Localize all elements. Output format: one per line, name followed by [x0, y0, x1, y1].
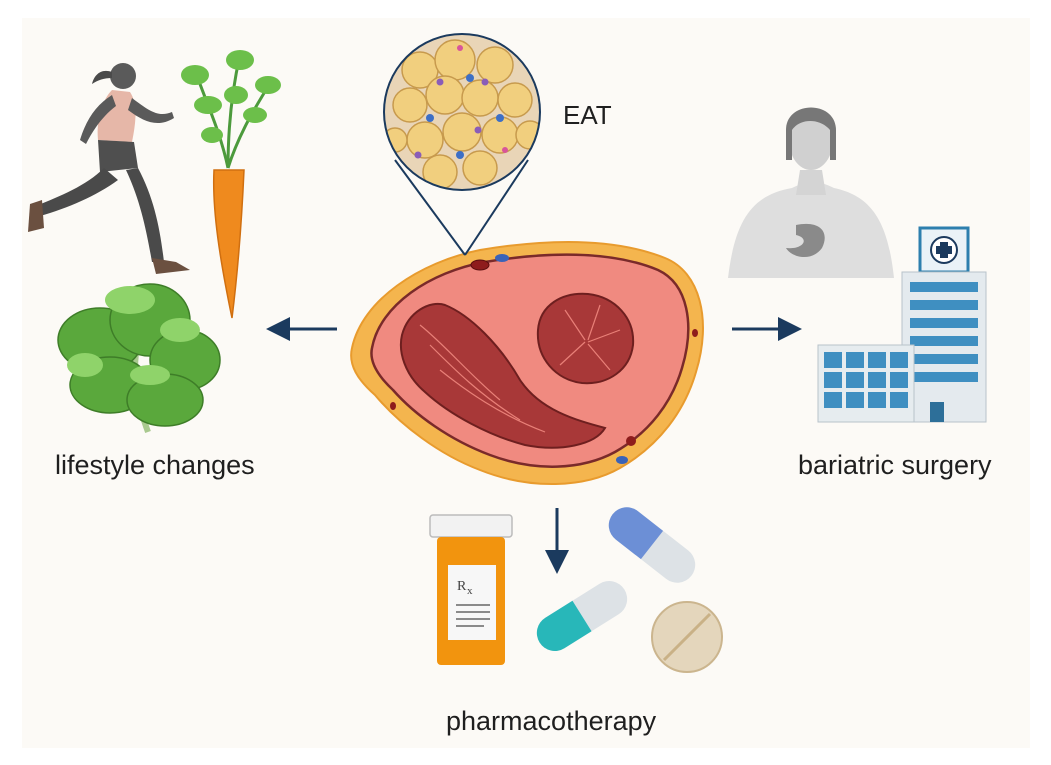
- coronary-vessel-red-4: [390, 402, 396, 410]
- adipocyte-cluster-icon: [384, 39, 540, 190]
- svg-text:x: x: [467, 585, 473, 597]
- coronary-vessel-red: [470, 259, 490, 271]
- coronary-vessel-red-3: [692, 329, 698, 337]
- patient-stomach-icon: [728, 107, 894, 278]
- bariatric-surgery-label: bariatric surgery: [798, 450, 992, 480]
- capsule-teal-icon: [536, 581, 628, 651]
- arrows: [266, 317, 802, 574]
- lifestyle-changes-label: lifestyle changes: [55, 450, 255, 480]
- carrot-icon: [181, 50, 281, 319]
- coronary-vessel-red-2: [626, 436, 636, 446]
- svg-text:R: R: [457, 579, 467, 594]
- lettuce-icon: [57, 283, 221, 434]
- coronary-vessel-blue-2: [616, 456, 628, 464]
- right-ventricle-cavity: [399, 302, 607, 449]
- runner-icon: [28, 63, 190, 274]
- hospital-building-icon: [817, 226, 987, 423]
- pill-bottle-icon: R x: [429, 514, 513, 665]
- heart-cross-section-icon: [350, 241, 704, 486]
- tablet-icon: [651, 601, 723, 673]
- eat-magnifier: [383, 33, 541, 256]
- capsule-blue-icon: [608, 507, 696, 583]
- coronary-vessel-blue: [495, 254, 509, 262]
- eat-label: EAT: [563, 100, 612, 130]
- left-ventricle-cavity: [536, 292, 635, 385]
- pharmacotherapy-label: pharmacotherapy: [446, 706, 657, 736]
- trabeculae-lines: [419, 304, 621, 433]
